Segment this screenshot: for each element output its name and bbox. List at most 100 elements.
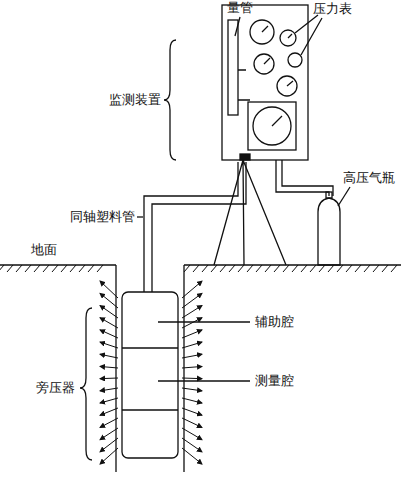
pressure-arrow <box>182 418 202 427</box>
probe-partition <box>122 348 178 410</box>
part-label: 辅助腔 <box>254 314 295 330</box>
ground-hatch <box>202 265 208 272</box>
leader-line <box>158 380 250 381</box>
pressure-arrow <box>182 330 202 338</box>
ground-hatch <box>364 265 370 272</box>
big-gauge <box>253 107 291 145</box>
ground-hatch <box>70 265 76 272</box>
ground-hatch <box>346 265 352 272</box>
big-gauge-frame <box>248 102 296 150</box>
ground-hatch <box>88 265 94 272</box>
gauge-needle <box>262 26 293 86</box>
part-label: 地面 <box>30 242 58 258</box>
ground-hatch <box>274 265 280 272</box>
brace <box>164 40 176 160</box>
gauge <box>288 53 302 67</box>
ground-hatch <box>328 265 334 272</box>
pressure-arrow <box>182 318 202 328</box>
pressure-arrow <box>100 293 118 308</box>
ground-hatch <box>43 265 49 272</box>
pressure-arrow <box>182 388 202 391</box>
ground-line <box>0 264 401 265</box>
borehole-wall <box>116 265 184 472</box>
part-label: 旁压器 <box>35 380 76 396</box>
leader-line <box>158 321 250 322</box>
ground-hatch <box>220 265 226 272</box>
part-label: 量管 <box>226 0 254 16</box>
ground-hatch <box>391 265 397 272</box>
ground-hatch <box>193 265 199 272</box>
tube-fitting <box>240 154 250 160</box>
ground-hatch <box>247 265 253 272</box>
pressure-arrow <box>182 305 202 318</box>
gas-line <box>276 160 333 196</box>
ground-hatch <box>373 265 379 272</box>
pressure-arrow <box>100 378 118 380</box>
ground-hatch <box>0 265 4 272</box>
ground-hatch <box>382 265 388 272</box>
pressure-arrow <box>100 388 118 391</box>
ground-hatch <box>319 265 325 272</box>
pressure-arrow <box>100 398 118 403</box>
ground-hatch <box>283 265 289 272</box>
ground-hatch <box>256 265 262 272</box>
bottle-valve <box>326 192 332 198</box>
ground-hatch <box>16 265 22 272</box>
pressure-arrow <box>182 408 202 415</box>
part-label: 监测装置 <box>108 92 162 108</box>
pressure-arrow <box>100 448 118 464</box>
pressure-arrow <box>100 366 118 368</box>
pressure-arrow <box>182 448 202 464</box>
part-label: 高压气瓶 <box>342 170 396 186</box>
ground-hatch <box>52 265 58 272</box>
gauge-needle <box>272 116 282 126</box>
pressure-arrow <box>182 428 202 440</box>
pressure-arrow <box>100 342 118 348</box>
pressure-arrow <box>182 293 202 308</box>
ground-hatch <box>211 265 217 272</box>
ground-hatch <box>265 265 271 272</box>
ground-hatch <box>79 265 85 272</box>
leader-line <box>235 17 240 36</box>
ground-hatch <box>355 265 361 272</box>
ground-hatch <box>292 265 298 272</box>
ground-hatch <box>7 265 13 272</box>
ground-hatch <box>184 265 190 272</box>
ground-hatch <box>310 265 316 272</box>
tube-pipe <box>238 70 250 100</box>
probe-body <box>122 292 178 458</box>
pressure-arrow <box>100 330 118 338</box>
measuring-tube <box>228 20 238 115</box>
pressure-arrow <box>182 366 202 368</box>
pressure-arrow <box>100 318 118 328</box>
ground-hatch <box>61 265 67 272</box>
part-label: 测量腔 <box>254 373 295 389</box>
pressure-arrow <box>100 418 118 427</box>
gas-bottle <box>318 198 340 265</box>
ground-hatch <box>97 265 103 272</box>
ground-hatch <box>34 265 40 272</box>
pressure-arrow <box>100 354 118 358</box>
ground-hatch <box>301 265 307 272</box>
ground-hatch <box>337 265 343 272</box>
pressure-arrow <box>182 378 202 380</box>
leader-line <box>338 187 350 206</box>
ground-hatch <box>229 265 235 272</box>
pressure-arrow <box>100 305 118 318</box>
brace <box>80 308 92 460</box>
ground-hatch <box>238 265 244 272</box>
monitoring-box <box>222 5 308 160</box>
pressure-arrow <box>182 398 202 403</box>
pressure-arrow <box>182 342 202 348</box>
part-label: 压力表 <box>312 1 353 17</box>
part-label: 同轴塑料管 <box>69 209 136 225</box>
pressure-arrow <box>100 428 118 440</box>
pressure-arrow <box>182 354 202 358</box>
gauge <box>250 20 274 44</box>
leader-line <box>295 15 322 55</box>
leader-line <box>137 216 143 217</box>
coaxial-tube <box>144 162 246 292</box>
pressure-arrow <box>100 408 118 415</box>
